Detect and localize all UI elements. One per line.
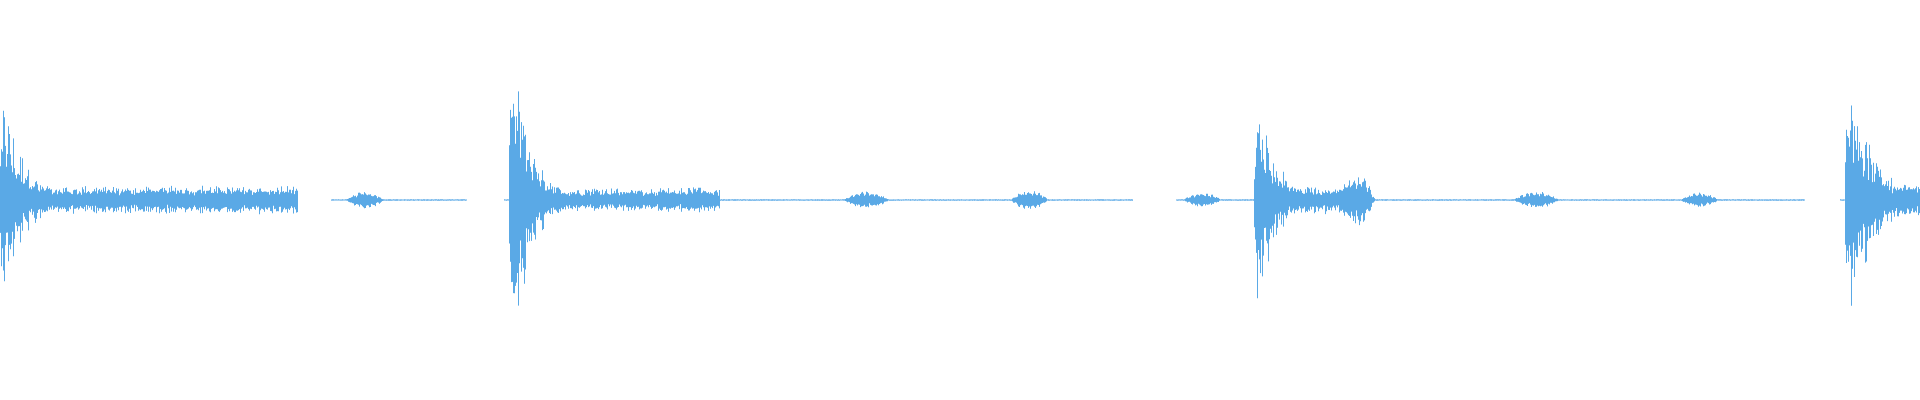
waveform-bars (0, 91, 1920, 306)
